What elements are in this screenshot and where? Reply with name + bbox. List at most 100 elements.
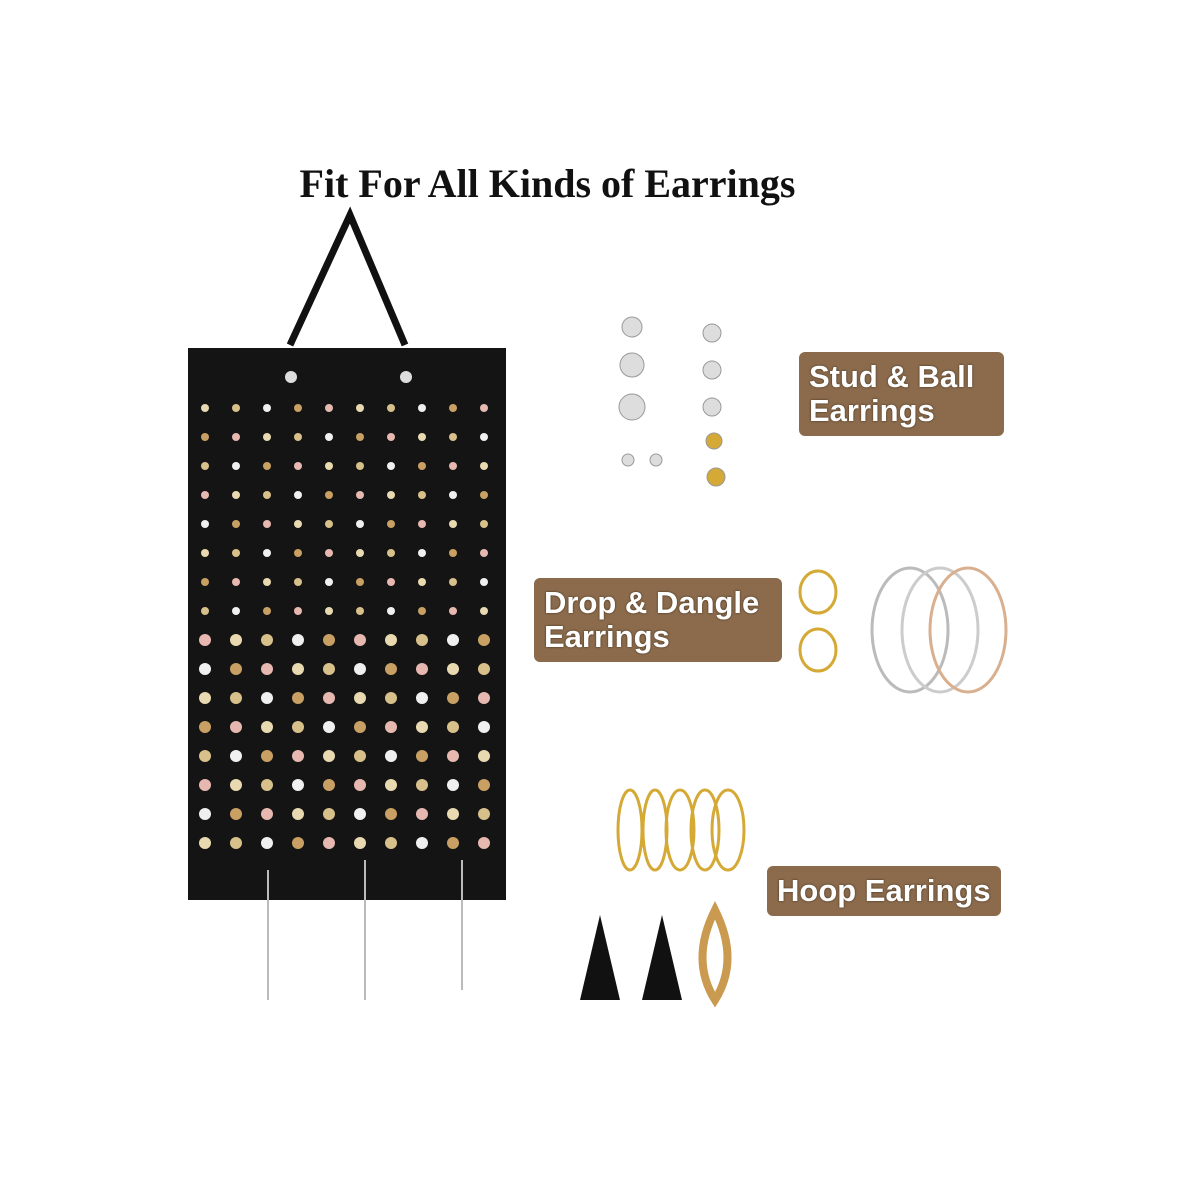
earring-mark [292, 692, 304, 704]
earring-mark [292, 779, 304, 791]
earring-mark [323, 634, 335, 646]
earring-mark [199, 663, 211, 675]
earring-mark [385, 750, 397, 762]
label-stud-ball-earrings: Stud & Ball Earrings [799, 352, 1004, 436]
earring-mark [449, 404, 457, 412]
earring-mark [354, 779, 366, 791]
earring-mark [416, 634, 428, 646]
earring-mark [356, 491, 364, 499]
earring-mark [354, 634, 366, 646]
earring-mark [263, 607, 271, 615]
earring-mark [385, 721, 397, 733]
earring-mark [230, 837, 242, 849]
earring-mark [418, 578, 426, 586]
earring-mark [418, 462, 426, 470]
earring-mark [294, 404, 302, 412]
earring-mark [232, 549, 240, 557]
earring-mark [323, 663, 335, 675]
earring-mark [261, 692, 273, 704]
earring-mark [325, 549, 333, 557]
earring-mark [354, 837, 366, 849]
earring-mark [199, 837, 211, 849]
earring-mark [292, 663, 304, 675]
earring-mark [325, 462, 333, 470]
earring-mark [385, 837, 397, 849]
earring-mark [292, 634, 304, 646]
earring-mark [323, 779, 335, 791]
earring-mark [325, 404, 333, 412]
earring-mark [356, 578, 364, 586]
earring-mark [480, 462, 488, 470]
earring-mark [294, 549, 302, 557]
earring-mark [480, 607, 488, 615]
label-drop-dangle-earrings: Drop & Dangle Earrings [534, 578, 782, 662]
earring-mark [354, 750, 366, 762]
earring-mark [387, 491, 395, 499]
earring-mark [418, 549, 426, 557]
earring-mark [263, 578, 271, 586]
earring-mark [325, 491, 333, 499]
earring-mark [447, 663, 459, 675]
label-hoop-earrings: Hoop Earrings [767, 866, 1001, 916]
earring-mark [480, 549, 488, 557]
earring-mark [416, 779, 428, 791]
earring-mark [449, 549, 457, 557]
earring-mark [478, 634, 490, 646]
earring-mark [199, 634, 211, 646]
earring-mark [201, 491, 209, 499]
earring-mark [294, 433, 302, 441]
earring-mark [263, 462, 271, 470]
earring-mark [201, 404, 209, 412]
earring-mark [323, 837, 335, 849]
earring-mark [449, 433, 457, 441]
earring-mark [323, 721, 335, 733]
earring-mark [480, 520, 488, 528]
earring-mark [418, 520, 426, 528]
hoop-earrings-sample [616, 566, 1008, 1008]
earring-mark [418, 433, 426, 441]
earring-mark [387, 433, 395, 441]
earring-mark [387, 520, 395, 528]
earring-mark [385, 692, 397, 704]
earring-mark [232, 578, 240, 586]
earring-mark [261, 634, 273, 646]
earring-mark [325, 520, 333, 528]
earring-mark [416, 692, 428, 704]
earring-mark [449, 491, 457, 499]
earring-mark [325, 607, 333, 615]
earring-mark [263, 491, 271, 499]
earring-mark [232, 404, 240, 412]
earring-mark [323, 692, 335, 704]
earring-mark [261, 750, 273, 762]
earring-mark [418, 404, 426, 412]
earring-mark [323, 808, 335, 820]
earring-mark [199, 721, 211, 733]
earring-mark [356, 433, 364, 441]
earring-mark [230, 750, 242, 762]
earring-mark [232, 520, 240, 528]
earring-mark [230, 663, 242, 675]
earring-mark [201, 607, 209, 615]
earring-mark [356, 607, 364, 615]
earring-mark [263, 549, 271, 557]
earring-mark [449, 462, 457, 470]
earring-mark [385, 663, 397, 675]
earring-mark [449, 520, 457, 528]
earring-mark [261, 837, 273, 849]
earring-mark [230, 721, 242, 733]
earring-mark [447, 634, 459, 646]
earring-mark [387, 549, 395, 557]
earring-mark [201, 520, 209, 528]
earring-mark [292, 750, 304, 762]
earring-mark [416, 808, 428, 820]
earring-mark [230, 779, 242, 791]
earring-mark [416, 663, 428, 675]
earring-mark [199, 750, 211, 762]
earring-mark [387, 607, 395, 615]
earring-mark [478, 692, 490, 704]
earring-mark [232, 491, 240, 499]
earring-mark [447, 692, 459, 704]
earring-mark [230, 692, 242, 704]
